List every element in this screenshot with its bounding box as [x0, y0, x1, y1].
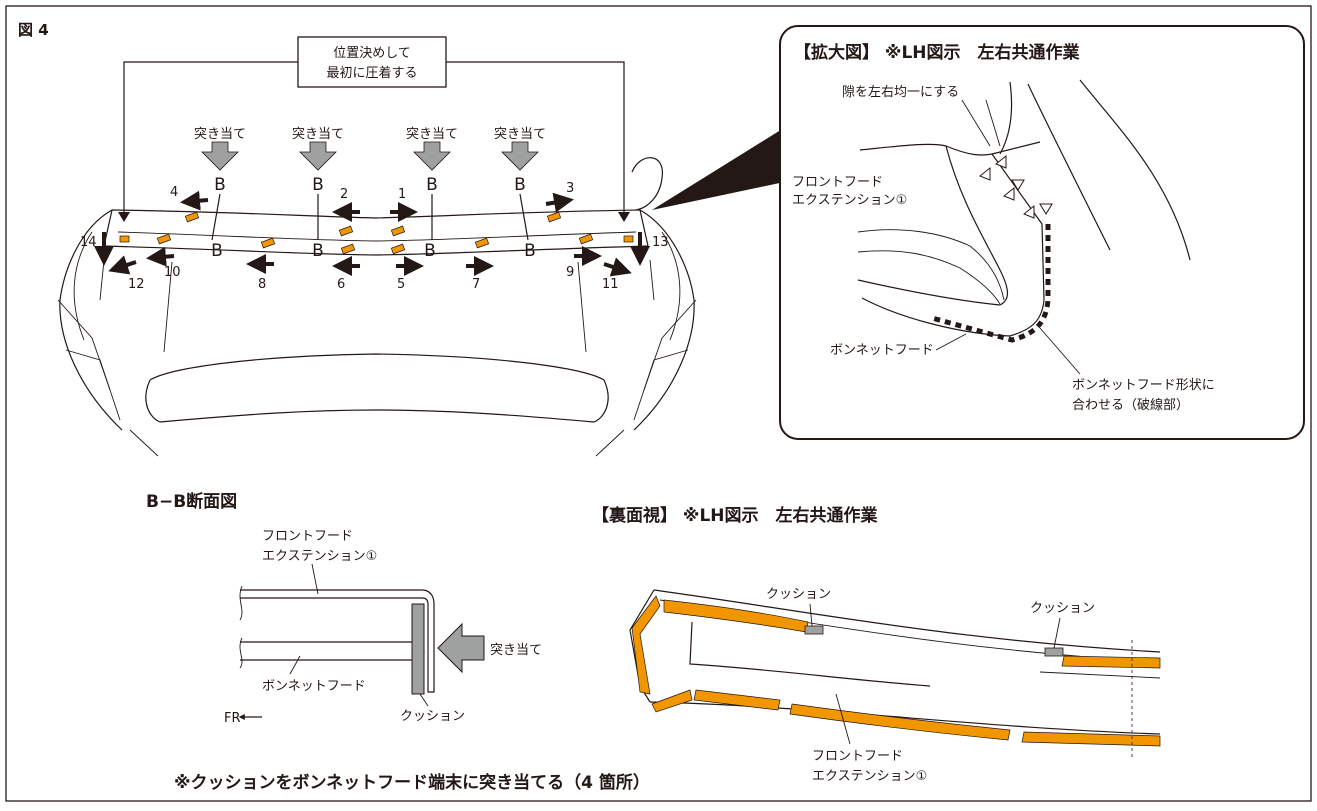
- rear-part-line-2: エクステンション①: [812, 769, 927, 784]
- order-number-13: 13: [652, 235, 669, 250]
- zoom-match-line-1: ボンネットフード形状に: [1072, 378, 1215, 393]
- order-number-1: 1: [398, 187, 406, 202]
- rear-part-line-1: フロントフード: [812, 749, 903, 764]
- section-letter: B: [312, 175, 324, 195]
- push-marker-1: 突き当て B B: [194, 126, 246, 261]
- zoom-part-line-1: フロントフード: [792, 175, 883, 190]
- section-letter: B: [424, 241, 436, 261]
- rear-cushion-label-2: クッション: [1030, 601, 1095, 616]
- push-marker-2: 突き当て B B: [292, 126, 344, 261]
- push-label: 突き当て: [292, 126, 344, 142]
- callout-line-2: 最初に圧着する: [326, 65, 417, 81]
- car-front-illustration: [57, 157, 697, 457]
- zoom-part-line-2: エクステンション①: [792, 193, 907, 208]
- footnote: ※クッションをボンネットフード端末に突き当てる（4 箇所）: [174, 772, 650, 793]
- push-markers: 突き当て B B 突き当て B B 突き当て B B 突き当て B B: [194, 126, 546, 261]
- order-number-8: 8: [258, 277, 266, 292]
- tape-markers: [119, 211, 634, 255]
- push-label: 突き当て: [406, 126, 458, 142]
- push-marker-3: 突き当て B B: [406, 126, 458, 261]
- order-number-12: 12: [128, 277, 145, 292]
- section-letter: B: [514, 175, 526, 195]
- section-part-line-1: フロントフード: [262, 529, 353, 544]
- callout-line-1: 位置決めして: [333, 46, 411, 61]
- fr-label: FR: [224, 711, 241, 726]
- order-number-14: 14: [80, 235, 97, 250]
- section-part-line-2: エクステンション①: [262, 549, 377, 564]
- section-letter: B: [426, 175, 438, 195]
- figure-label: 図 4: [18, 21, 49, 39]
- order-number-3: 3: [566, 181, 574, 196]
- section-letter: B: [524, 241, 536, 261]
- order-number-6: 6: [337, 277, 345, 292]
- order-number-4: 4: [170, 185, 178, 200]
- order-number-11: 11: [602, 277, 619, 292]
- order-number-7: 7: [472, 277, 480, 292]
- enlarged-view: 【拡大図】 ※LH図示 左右共通作業 隙を左右均一にする フロントフード エクス…: [779, 25, 1305, 440]
- section-title: B−B断面図: [146, 491, 237, 512]
- rear-cushion-label-1: クッション: [766, 587, 831, 602]
- gap-note: 隙を左右均一にする: [842, 85, 959, 100]
- push-marker-4: 突き当て B B: [494, 126, 546, 261]
- section-view: B−B断面図 フロントフード エクステンション① ボンネットフード クッション …: [146, 491, 542, 726]
- zoom-bonnet-label: ボンネットフード: [830, 343, 934, 358]
- section-letter: B: [214, 175, 226, 195]
- zoom-match-line-2: 合わせる（破線部）: [1072, 397, 1189, 413]
- rear-view: 【裏面視】 ※LH図示 左右共通作業 クッション クッション フロントフード エ…: [592, 505, 1161, 784]
- section-bonnet-label: ボンネットフード: [262, 679, 366, 694]
- section-cushion-label: クッション: [400, 709, 465, 724]
- order-number-5: 5: [397, 277, 405, 292]
- order-number-10: 10: [164, 265, 181, 280]
- enlarged-view-title: 【拡大図】 ※LH図示 左右共通作業: [794, 42, 1080, 63]
- order-number-9: 9: [566, 265, 574, 280]
- section-letter: B: [211, 241, 223, 261]
- push-label: 突き当て: [494, 126, 546, 142]
- rear-view-title: 【裏面視】 ※LH図示 左右共通作業: [592, 505, 878, 526]
- outer-frame: [5, 5, 1312, 802]
- push-label: 突き当て: [194, 126, 246, 142]
- callout-box: 位置決めして 最初に圧着する: [118, 36, 630, 222]
- section-push-label: 突き当て: [490, 642, 542, 658]
- order-number-2: 2: [340, 187, 348, 202]
- section-letter: B: [312, 241, 324, 261]
- press-order-arrows: 1 2 3 4 5 6 7 8 9 10 11 12 13 14: [80, 181, 669, 292]
